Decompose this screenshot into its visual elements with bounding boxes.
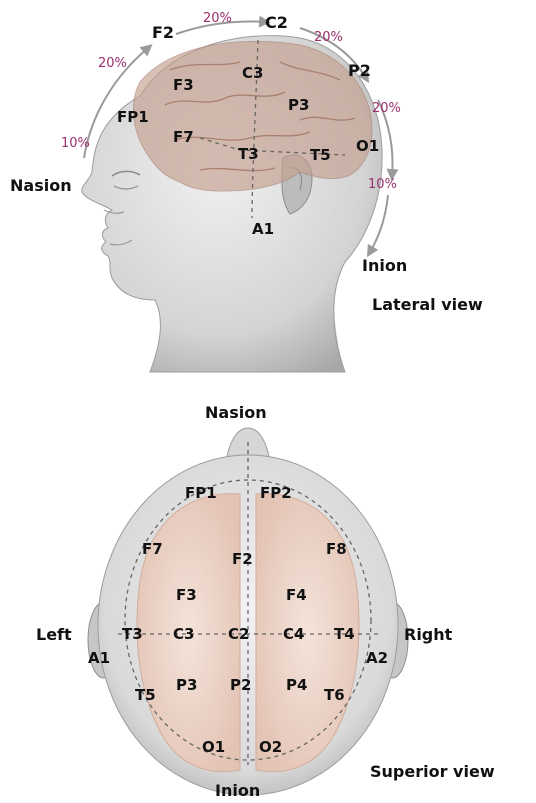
electrode-O1-superior: O1 [202,740,225,755]
electrode-T3-superior: T3 [122,627,143,642]
electrode-FP1-superior: FP1 [185,486,217,501]
electrode-F8-superior: F8 [326,542,347,557]
electrode-FP2-superior: FP2 [260,486,292,501]
electrode-C3-superior: C3 [173,627,194,642]
electrode-P4-superior: P4 [286,678,307,693]
electrode-F7-lateral: F7 [173,130,194,145]
electrode-O1-lateral: O1 [356,139,379,154]
electrode-P3-lateral: P3 [288,98,309,113]
superior-view-caption: Superior view [370,764,495,780]
electrode-T3-lateral: T3 [238,147,259,162]
electrode-T5-lateral: T5 [310,148,331,163]
electrode-C4-superior: C4 [283,627,304,642]
electrode-T6-superior: T6 [324,688,345,703]
electrode-F2-superior: F2 [232,552,253,567]
electrode-P2-superior: P2 [230,678,251,693]
percent-front-lower: 10% [61,137,90,150]
electrode-T4-superior: T4 [334,627,355,642]
lateral-view-caption: Lateral view [372,297,483,313]
nasion-label-lateral: Nasion [10,178,72,194]
electrode-F4-superior: F4 [286,588,307,603]
electrode-O2-superior: O2 [259,740,282,755]
electrode-FP1-lateral: FP1 [117,110,149,125]
electrode-P3-superior: P3 [176,678,197,693]
inion-label-lateral: Inion [362,258,407,274]
electrode-F3-lateral: F3 [173,78,194,93]
electrode-T5-superior: T5 [135,688,156,703]
inion-label-superior: Inion [215,783,260,799]
electrode-A1-lateral: A1 [252,222,274,237]
electrode-C2-superior: C2 [228,627,249,642]
percent-top-left: 20% [203,12,232,25]
electrode-F7-superior: F7 [142,542,163,557]
percent-front-upper: 20% [98,57,127,70]
electrode-F2-lateral: F2 [152,25,174,41]
nasion-label-superior: Nasion [205,405,267,421]
electrode-C2-lateral: C2 [265,15,288,31]
percent-back-lower: 10% [368,178,397,191]
electrode-A1-superior: A1 [88,651,110,666]
left-label: Left [36,627,72,643]
electrode-C3-lateral: C3 [242,66,263,81]
percent-back-upper: 20% [372,102,401,115]
percent-top-right: 20% [314,31,343,44]
electrode-P2-lateral: P2 [348,63,371,79]
right-label: Right [404,627,452,643]
electrode-A2-superior: A2 [366,651,388,666]
electrode-F3-superior: F3 [176,588,197,603]
